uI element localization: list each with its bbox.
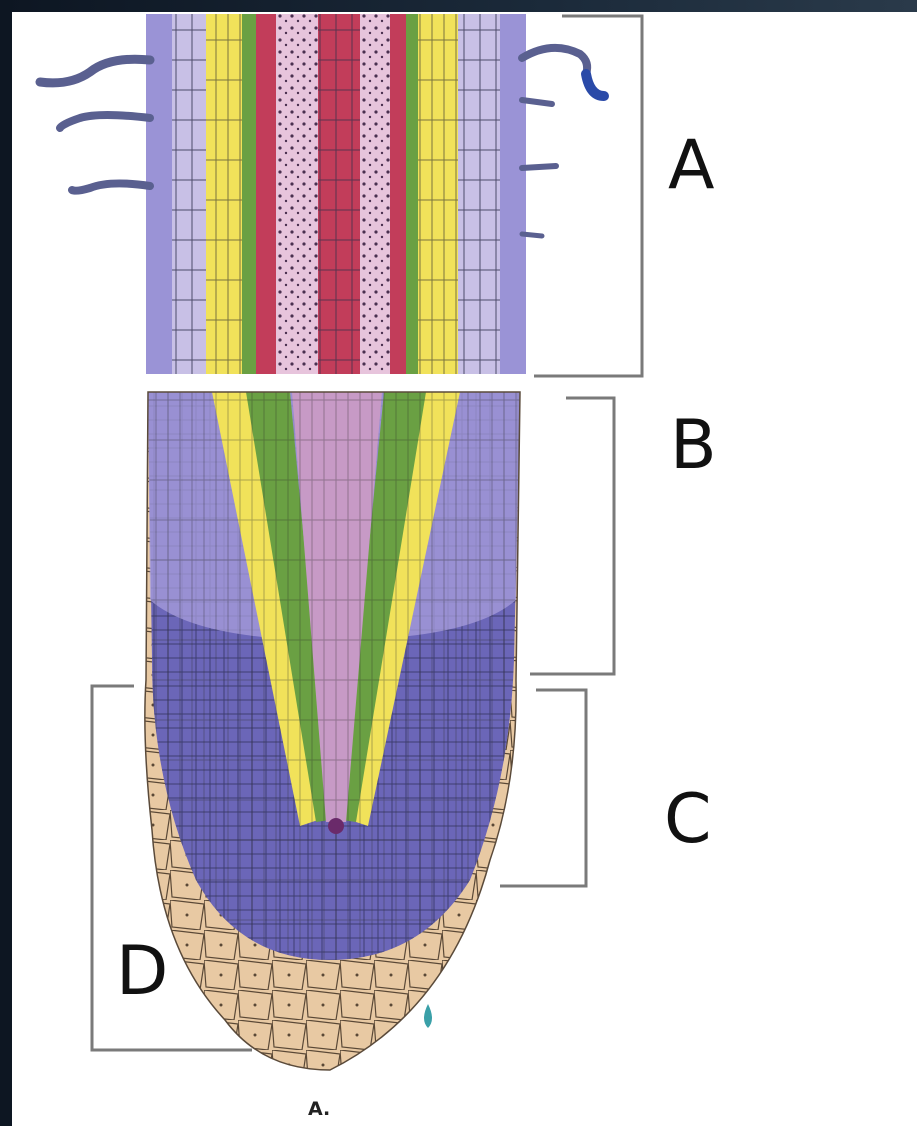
droplet-icon [424, 1004, 432, 1028]
quiescent-center [328, 818, 344, 834]
figure-caption: A. [308, 1098, 330, 1120]
bracket-b [530, 398, 614, 674]
section-gap [140, 376, 532, 390]
phloem-right [390, 14, 406, 374]
root-hair [72, 183, 150, 190]
label-c: C [664, 786, 711, 854]
phloem-left [256, 14, 276, 374]
label-d: D [116, 938, 168, 1006]
epidermis-left [146, 14, 172, 374]
growing-root-tip [140, 392, 530, 1082]
root-hair [60, 115, 150, 128]
root-hair [40, 59, 150, 83]
root-hair [522, 48, 587, 74]
label-a: A [668, 132, 715, 200]
maturation-zone-section [40, 14, 604, 374]
epidermis-right [500, 14, 526, 374]
label-b: B [670, 412, 717, 480]
